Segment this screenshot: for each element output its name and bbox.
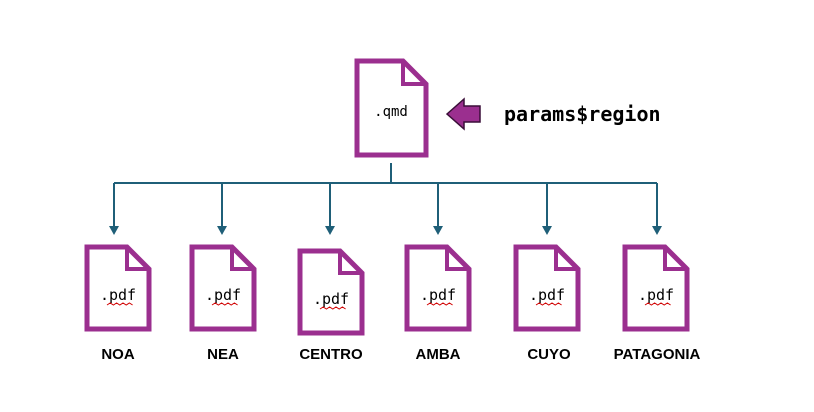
output-documents: .pdfNOA.pdfNEA.pdfCENTRO.pdfAMBA.pdfCUYO…: [84, 183, 701, 363]
spellcheck-underline: [106, 302, 133, 306]
region-label: CUYO: [527, 346, 571, 363]
left-arrow-icon: [445, 97, 481, 131]
region-label: CENTRO: [299, 346, 363, 363]
region-label: PATAGONIA: [614, 346, 701, 363]
pdf-file-label: .pdf: [529, 286, 565, 304]
template-document: .qmd: [354, 58, 429, 158]
down-arrowhead-icon: [325, 226, 335, 235]
spellcheck-underline: [319, 306, 346, 310]
spellcheck-underline: [644, 302, 671, 306]
pdf-document-fold: [663, 247, 687, 271]
pdf-document-fold: [125, 247, 149, 271]
down-arrowhead-icon: [109, 226, 119, 235]
pdf-file-label: .pdf: [100, 286, 136, 304]
connector-lines: [114, 163, 657, 184]
pdf-document-fold: [445, 247, 469, 271]
down-arrowhead-icon: [217, 226, 227, 235]
pdf-document-fold: [338, 251, 362, 275]
pdf-file-label: .pdf: [420, 286, 456, 304]
down-arrowhead-icon: [433, 226, 443, 235]
pdf-document-fold: [230, 247, 254, 271]
pdf-file-label: .pdf: [313, 290, 349, 308]
down-arrowhead-icon: [652, 226, 662, 235]
pdf-file-label: .pdf: [205, 286, 241, 304]
qmd-document-fold: [401, 61, 426, 86]
down-arrowhead-icon: [542, 226, 552, 235]
pdf-file-label: .pdf: [638, 286, 674, 304]
region-label: AMBA: [416, 346, 461, 363]
spellcheck-underline: [211, 302, 238, 306]
param-label: params$region: [504, 102, 661, 126]
spellcheck-underline: [535, 302, 562, 306]
region-label: NOA: [101, 346, 135, 363]
spellcheck-underline: [426, 302, 453, 306]
region-label: NEA: [207, 346, 239, 363]
pdf-document-fold: [554, 247, 578, 271]
qmd-file-label: .qmd: [374, 104, 408, 120]
